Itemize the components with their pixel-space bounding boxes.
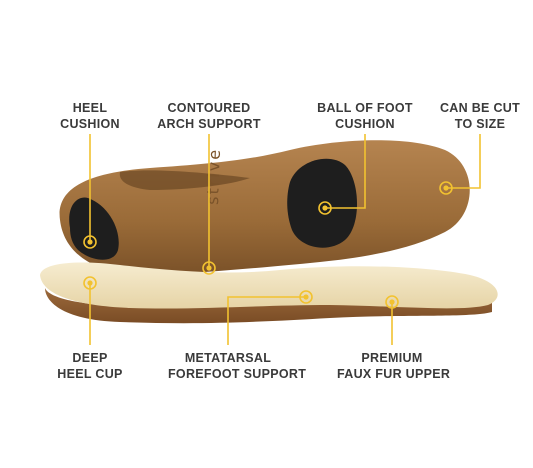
marker-arch-support [202,261,216,275]
marker-metatarsal [299,290,313,304]
arch-shadow [119,170,250,190]
heel-pad [69,197,119,260]
insole-bottom-view: strive [59,140,470,276]
label-deep-heel-cup: DEEP HEEL CUP [57,351,123,381]
label-premium-faux-fur-upper: PREMIUM FAUX FUR UPPER [337,351,451,381]
marker-heel-cushion [83,235,97,249]
callout-markers [83,181,453,309]
marker-ball-of-foot [318,201,332,215]
marker-faux-fur [385,295,399,309]
marker-deep-heel-cup [83,276,97,290]
insole-top-view [40,262,498,324]
sole-shell [59,140,470,276]
label-metatarsal-forefoot-support: METATARSAL FOREFOOT SUPPORT [168,351,307,381]
brand-logo: strive [203,148,224,206]
label-heel-cushion: HEEL CUSHION [60,101,120,131]
callout-lines [89,134,481,345]
marker-cut-to-size [439,181,453,195]
label-can-be-cut-to-size: CAN BE CUT TO SIZE [439,101,521,131]
faux-fur-upper [40,262,498,309]
label-contoured-arch-support: CONTOURED ARCH SUPPORT [157,101,261,131]
label-ball-of-foot-cushion: BALL OF FOOT CUSHION [317,101,413,131]
